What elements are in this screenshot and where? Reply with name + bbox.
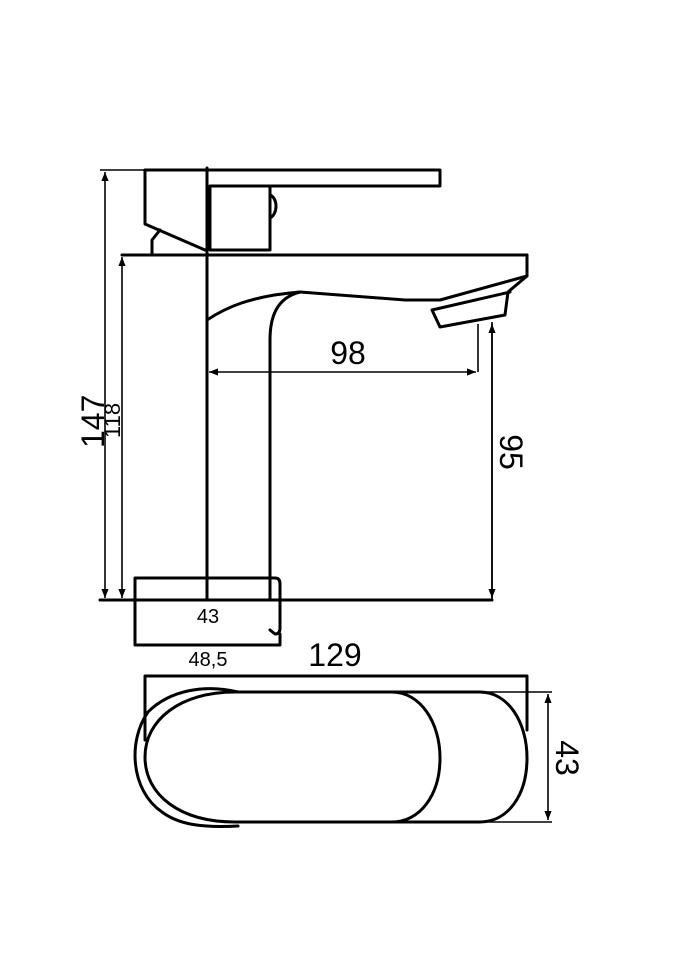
lever-handle (143, 168, 442, 252)
lever-detail (268, 193, 278, 220)
label-body-height: 118 (100, 403, 125, 438)
label-base-width: 43 (197, 606, 219, 628)
spout-outline (268, 253, 529, 602)
label-base-depth: 48,5 (189, 649, 228, 671)
top-lever-oval (143, 690, 442, 824)
label-total-height: 147 (75, 395, 111, 448)
label-spout-height: 95 (493, 434, 529, 470)
cartridge-collar (150, 228, 162, 257)
label-top-length: 129 (308, 637, 361, 673)
top-frame (143, 674, 529, 742)
top-base-rear (133, 687, 240, 828)
label-spout-reach: 98 (330, 335, 366, 371)
base-plate (133, 576, 282, 647)
lever-joint (143, 168, 207, 252)
side-view: 147 118 98 95 43 48,5 (75, 166, 529, 671)
top-spout-tip (390, 690, 529, 824)
top-view: 129 43 (133, 637, 585, 828)
label-top-width: 43 (549, 740, 585, 776)
spout-aerator (430, 274, 529, 329)
spout-upper-curve (205, 290, 302, 322)
